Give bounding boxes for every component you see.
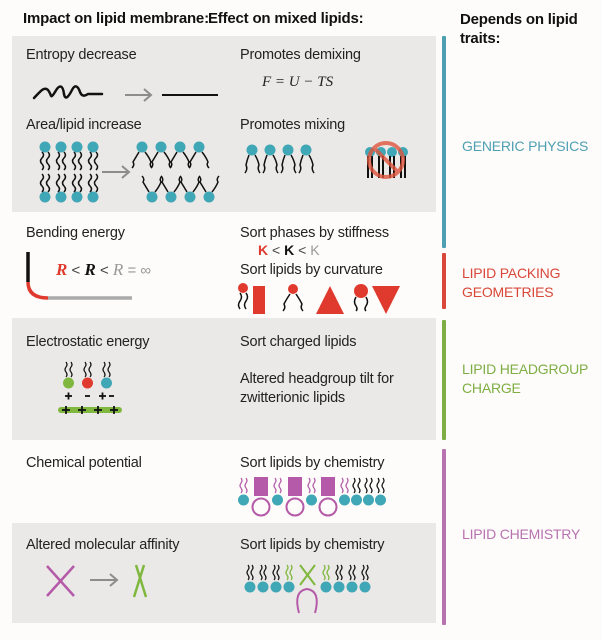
header-depends-line1: Depends on lipid — [460, 11, 578, 28]
impact-area-lipid-increase: Area/lipid increase — [26, 117, 142, 133]
entropy-diagram — [32, 85, 218, 102]
lipid-shapes-diagram — [237, 283, 400, 314]
bar-generic-physics — [442, 36, 446, 248]
affinity-sorting-diagram — [244, 564, 371, 614]
header-impact: Impact on lipid membrane: — [23, 10, 209, 27]
chemistry-sorting-diagram — [238, 477, 386, 517]
effect-promotes-mixing: Promotes mixing — [240, 117, 345, 133]
impact-chemical-potential: Chemical potential — [26, 455, 142, 471]
wiggly-chain-icon — [32, 85, 104, 100]
trait-generic-physics: GENERIC PHYSICS — [462, 138, 589, 154]
bar-lipid-chemistry — [442, 449, 446, 625]
trait-lipid-headgroup: LIPID HEADGROUP CHARGE — [462, 361, 589, 396]
radius-expression: R < R < R = ∞ — [56, 260, 152, 279]
trait-lipid-packing: LIPID PACKING GEOMETRIES — [462, 265, 561, 300]
effect-sort-by-chemistry-2: Sort lipids by chemistry — [240, 537, 385, 553]
purple-cross-icon — [46, 565, 75, 597]
arrow-icon — [90, 573, 119, 587]
radius-small: R — [56, 260, 68, 279]
green-cross-icon — [132, 564, 148, 598]
charge-signs — [65, 392, 114, 400]
bar-lipid-headgroup — [442, 320, 446, 440]
effect-sort-phases-stiffness: Sort phases by stiffness — [240, 225, 389, 241]
radius-medium: R — [84, 260, 96, 279]
impact-bending-energy: Bending energy — [26, 225, 125, 241]
expanded-bilayer-icon — [131, 141, 220, 203]
impact-molecular-affinity: Altered molecular affinity — [26, 537, 180, 553]
panel-generic-physics — [12, 36, 436, 212]
tight-bilayer-icon — [39, 141, 99, 203]
trait-lipid-chemistry: LIPID CHEMISTRY — [462, 526, 581, 542]
kappa-low: K — [258, 242, 269, 258]
effect-headgroup-tilt: Altered headgroup tilt for zwitterionic … — [240, 371, 394, 406]
free-energy-equation: F = U − TS — [262, 74, 334, 90]
mixing-diagram — [244, 141, 408, 179]
effect-sort-charged-lipids: Sort charged lipids — [240, 334, 357, 350]
neutral-headgroup-icon — [63, 377, 74, 389]
bilayer-expansion-diagram — [39, 141, 220, 203]
cone-lipid-icon — [282, 284, 344, 314]
affinity-diagram — [46, 564, 148, 598]
arrow-icon — [102, 165, 131, 179]
inverted-cone-lipid-icon — [353, 284, 400, 314]
kappa-high: K — [310, 242, 320, 258]
charged-lipids-diagram — [58, 361, 122, 414]
panel-molecular-affinity — [12, 523, 436, 623]
cylinder-lipid-icon — [237, 283, 265, 314]
spread-monolayer-icon — [244, 144, 315, 174]
zwitterionic-headgroup-icon — [101, 377, 112, 389]
bar-lipid-packing — [442, 253, 446, 309]
effect-sort-by-chemistry-1: Sort lipids by chemistry — [240, 455, 385, 471]
header-depends-line2: traits: — [460, 30, 501, 47]
effect-sort-lipids-curvature: Sort lipids by curvature — [240, 262, 383, 278]
stiffness-expression: K < K < K — [258, 242, 320, 258]
radius-infinite: R — [112, 260, 124, 279]
bending-curve-icon — [26, 252, 132, 300]
charged-surface-icon — [58, 407, 122, 413]
impact-entropy-decrease: Entropy decrease — [26, 47, 137, 63]
charged-headgroup-icon — [82, 377, 93, 389]
arrow-icon — [125, 88, 153, 102]
chemistry-block-icon — [254, 477, 268, 496]
purple-arch-icon — [296, 587, 318, 614]
prohibited-icon — [367, 141, 405, 179]
forbidden-ordered-monolayer-icon — [365, 141, 408, 179]
header-effect: Effect on mixed lipids: — [208, 10, 364, 27]
panel-charge — [12, 318, 436, 440]
impact-electrostatic-energy: Electrostatic energy — [26, 334, 150, 350]
kappa-mid: K — [284, 242, 295, 258]
header-depends: Depends on lipid traits: — [460, 10, 578, 48]
effect-promotes-demixing: Promotes demixing — [240, 47, 361, 63]
